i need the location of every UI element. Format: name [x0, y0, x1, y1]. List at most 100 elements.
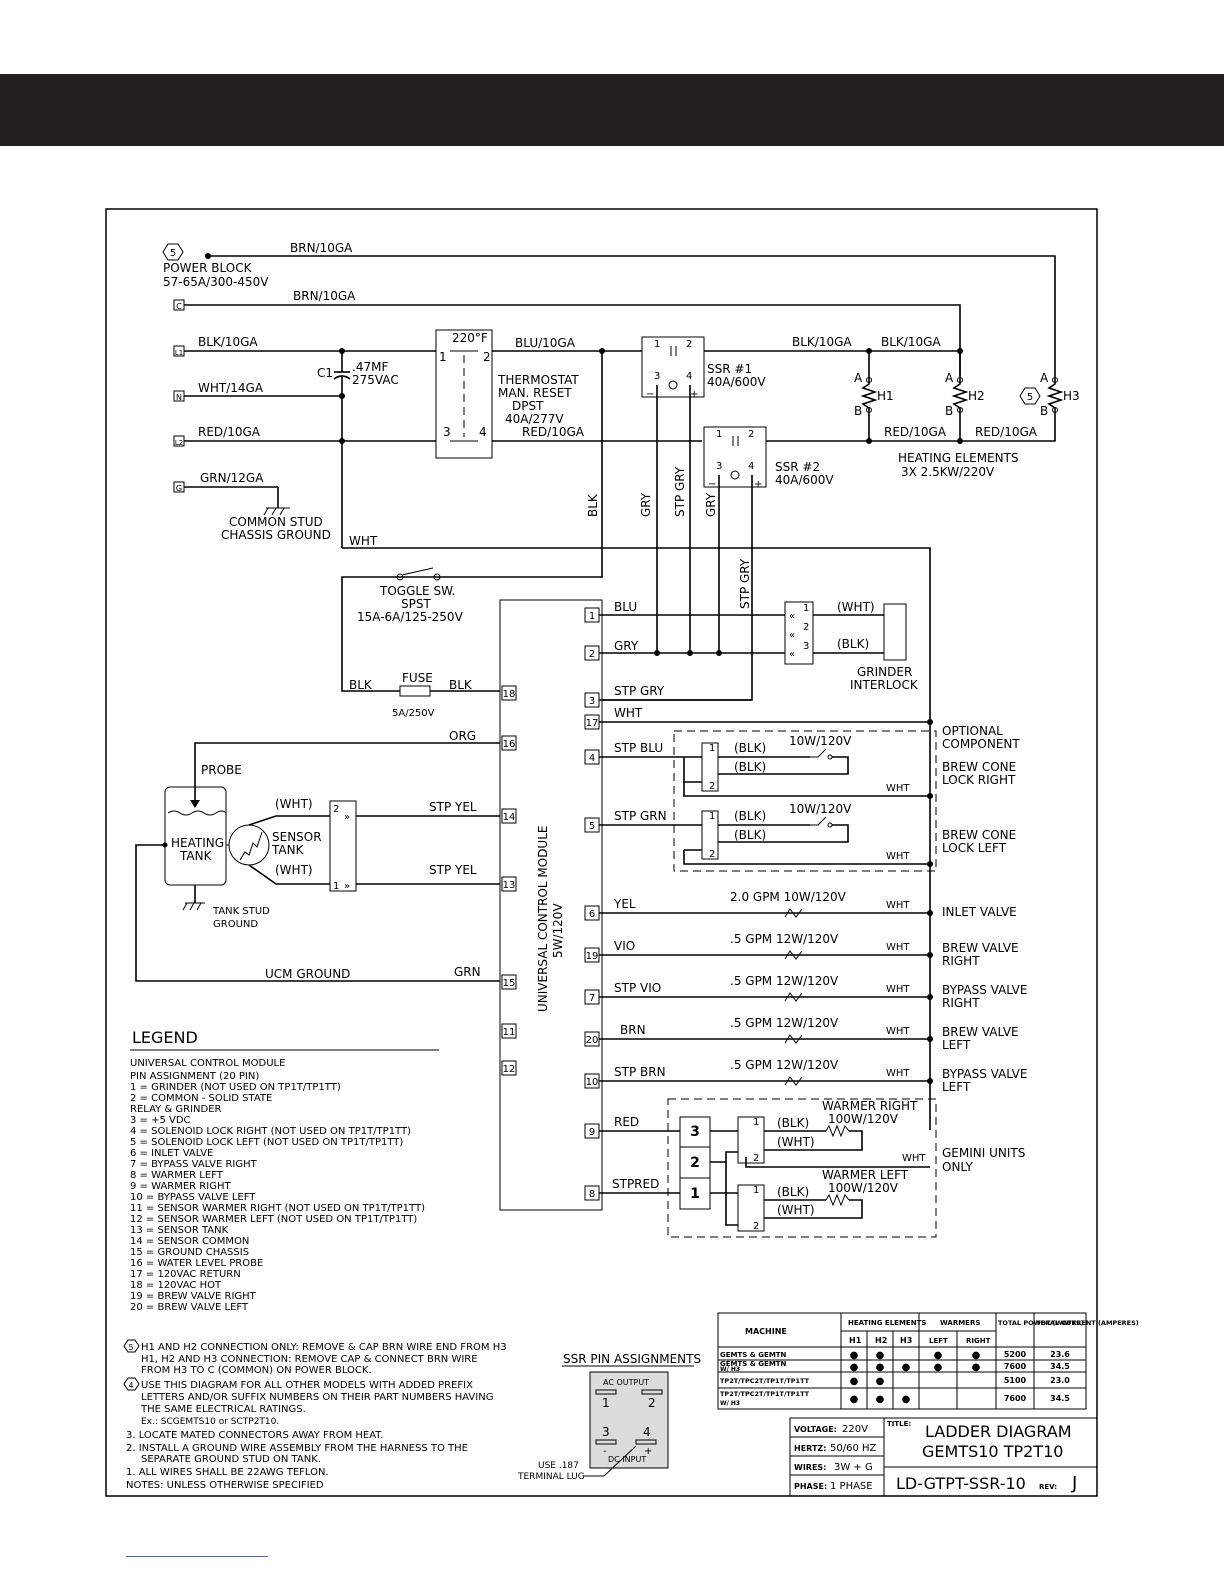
h3-a: A: [1040, 371, 1049, 385]
warmer-left-rating: 100W/120V: [828, 1181, 899, 1195]
valve-inlet-wht: WHT: [886, 900, 910, 911]
sensor-wht-2: (WHT): [275, 863, 313, 877]
ssr2-p1: 1: [716, 429, 722, 440]
ucm-pin-2: 2: [589, 649, 595, 660]
ground-label-2: CHASSIS GROUND: [221, 528, 331, 542]
h3-note-label: 5: [1027, 392, 1033, 403]
ssr1-p1: 1: [654, 339, 660, 350]
ssr-pin-4: 4: [643, 1425, 651, 1439]
ucm-pin-18: 18: [503, 689, 516, 700]
fuse-name: FUSE: [402, 671, 433, 685]
ssr2-p3: 3: [716, 461, 722, 472]
legend-pin: 20 = BREW VALVE LEFT: [130, 1302, 249, 1313]
gemini-label-1: GEMINI UNITS: [942, 1146, 1025, 1160]
machine-table: MACHINE HEATING ELEMENTS WARMERS TOTAL P…: [717, 1312, 1139, 1410]
row-machine-sub: W/ H3: [720, 1366, 740, 1373]
wire-stp-yel-2: STP YEL: [429, 863, 477, 877]
wire-wht-out: WHT: [614, 706, 643, 720]
wire-blk-heat: BLK/10GA: [881, 335, 941, 349]
grinder-label-2: INTERLOCK: [850, 678, 919, 692]
note-5-marker: [162, 243, 184, 261]
table-row: TP2T/TPC2T/TP1T/TP1TT ● ● 5100 23.0: [720, 1376, 1070, 1387]
row-current: 23.6: [1050, 1350, 1070, 1359]
wire-stp-red: STPRED: [612, 1177, 659, 1191]
power-block-title: POWER BLOCK: [163, 261, 253, 275]
ssr1-rating: 40A/600V: [707, 375, 766, 389]
fuse: FUSE 5A/250V BLK BLK: [349, 671, 500, 719]
ucm-pin-1: 1: [589, 611, 595, 622]
lockl-name-2: LOCK LEFT: [942, 841, 1007, 855]
ucm-pin-20: 20: [586, 1035, 599, 1046]
row-right: ●: [972, 1362, 981, 1373]
valve-bypass-right-name-2: RIGHT: [942, 996, 980, 1010]
ssr1-name: SSR #1: [707, 362, 752, 376]
capacitor-c1: C1 .47MF 275VAC WHT: [317, 348, 931, 1130]
lockr-p1: 1: [709, 743, 715, 754]
thermo-temp: 220°F: [452, 331, 488, 345]
terminal-l2: L2: [175, 439, 183, 447]
valve-bypass-left-name-2: LEFT: [942, 1080, 971, 1094]
wire-brn: BRN: [620, 1023, 646, 1037]
lockl-name-1: BREW CONE: [942, 828, 1016, 842]
valve-brew-right: VIO .5 GPM 12W/120V WHT BREW VALVE RIGHT: [599, 932, 1019, 968]
valve-inlet: YEL 2.0 GPM 10W/120V WHT INLET VALVE: [599, 890, 1017, 919]
legend-pin: 19 = BREW VALVE RIGHT: [130, 1291, 257, 1302]
warmer-block-2: 2: [690, 1155, 700, 1171]
row-h2: ●: [876, 1350, 885, 1361]
legend-pin: 17 = 120VAC RETURN: [130, 1269, 241, 1280]
col-right: RIGHT: [966, 1337, 991, 1345]
wire-vio: VIO: [614, 939, 635, 953]
valve-bypass-right: STP VIO .5 GPM 12W/120V WHT BYPASS VALVE…: [599, 974, 1027, 1010]
lockl-p1: 1: [709, 811, 715, 822]
tb-rev: J: [1071, 1473, 1077, 1494]
thermo-pin3: 3: [443, 425, 451, 439]
note-line: H1, H2 AND H3 CONNECTION: REMOVE CAP & C…: [141, 1354, 478, 1365]
gemini-label-2: ONLY: [942, 1160, 974, 1174]
warmer-r-blk: (BLK): [777, 1116, 809, 1130]
wire-stp-yel-1: STP YEL: [429, 800, 477, 814]
row-power: 5100: [1004, 1376, 1027, 1385]
note-line: THE SAME ELECTRICAL RATINGS.: [140, 1404, 306, 1415]
lockr-name-2: LOCK RIGHT: [942, 773, 1016, 787]
ucm-pin-5: 5: [589, 821, 595, 832]
row-power: 5200: [1004, 1350, 1027, 1359]
sensor-conn-1: 1: [333, 881, 339, 892]
row-h2: ●: [876, 1376, 885, 1387]
wire-blk-fuse-l: BLK: [349, 678, 373, 692]
h3-label: H3: [1063, 389, 1080, 403]
table-row: TP2T/TPC2T/TP1T/TP1TT W/ H3 ● ● ● 7600 3…: [720, 1390, 1070, 1407]
tb-wires-label: WIRES:: [794, 1463, 826, 1472]
lockr-blk-2: (BLK): [734, 760, 766, 774]
wire-stp-brn: STP BRN: [614, 1065, 666, 1079]
tb-title-2: GEMTS10 TP2T10: [922, 1442, 1063, 1461]
tb-phase: 1 PHASE: [830, 1481, 873, 1492]
row-machine: TP2T/TPC2T/TP1T/TP1TT: [720, 1390, 810, 1398]
wire-stp-blu: STP BLU: [614, 741, 663, 755]
ssr-pins-title: SSR PIN ASSIGNMENTS: [563, 1352, 701, 1366]
lockr-name-1: BREW CONE: [942, 760, 1016, 774]
valve-bypass-left-rating: .5 GPM 12W/120V: [730, 1058, 839, 1072]
warmer-right-label: WARMER RIGHT: [822, 1099, 918, 1113]
grinder-p2: 2: [803, 622, 809, 633]
wire-red: RED: [614, 1115, 639, 1129]
legend-pin: 5 = SOLENOID LOCK LEFT (NOT USED ON TP1T…: [130, 1137, 403, 1148]
ssr-use-2: TERMINAL LUG: [517, 1472, 585, 1482]
ssr-ac-label: AC OUTPUT: [603, 1378, 649, 1387]
col-h3: H3: [900, 1336, 912, 1345]
tb-hertz-label: HERTZ:: [794, 1444, 826, 1453]
legend-pin: 15 = GROUND CHASSIS: [130, 1247, 249, 1258]
valve-bypass-left: STP BRN .5 GPM 12W/120V WHT BYPASS VALVE…: [599, 1058, 1027, 1094]
h2-b: B: [945, 404, 953, 418]
ssr-pin-assignments: SSR PIN ASSIGNMENTS AC OUTPUT 1 2 3 4 - …: [517, 1352, 701, 1482]
ucm-pin-17: 17: [586, 718, 599, 729]
legend-pin: 9 = WARMER RIGHT: [130, 1181, 231, 1192]
sensor-conn-arrow-1: »: [344, 881, 350, 892]
row-power: 7600: [1004, 1394, 1027, 1403]
legend-heading-1: UNIVERSAL CONTROL MODULE: [130, 1058, 285, 1069]
power-block: 5 POWER BLOCK 57-65A/300-450V C L1 N L2 …: [162, 243, 269, 493]
note-line: 3. LOCATE MATED CONNECTORS AWAY FROM HEA…: [126, 1430, 383, 1441]
warmer-wht: WHT: [902, 1153, 926, 1164]
sensor-label-1: SENSOR: [272, 830, 322, 844]
note-line: SEPARATE GROUND STUD ON TANK.: [141, 1454, 321, 1465]
h1-a: A: [854, 371, 863, 385]
